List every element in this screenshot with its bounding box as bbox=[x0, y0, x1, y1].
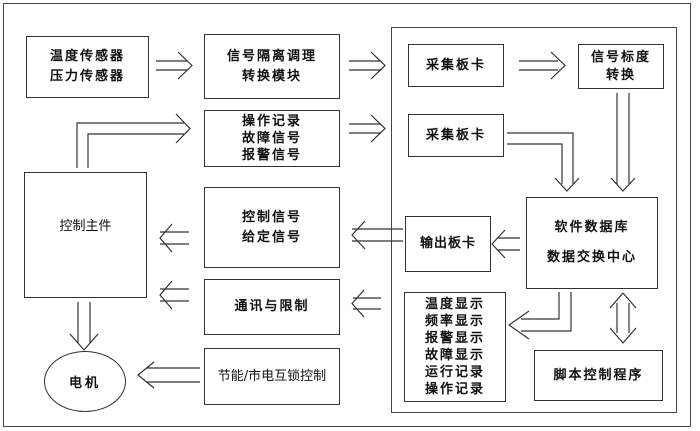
control-signals-line-2: 给定信号 bbox=[241, 229, 302, 245]
display-item: 故障显示 bbox=[424, 348, 485, 363]
acq-card-2-box: 采集板卡 bbox=[408, 114, 504, 157]
display-item: 温度显示 bbox=[424, 297, 485, 312]
outer-frame bbox=[3, 3, 691, 427]
arrow-database-to-output bbox=[491, 229, 520, 259]
records-line-3: 报警信号 bbox=[241, 148, 302, 163]
sensors-line-2: 压力传感器 bbox=[49, 69, 125, 84]
records-line-1: 操作记录 bbox=[241, 114, 302, 129]
signal-isolation-line-2: 转换模块 bbox=[241, 68, 302, 84]
arrow-scaling-to-database bbox=[610, 93, 636, 192]
acq-card-1-label: 采集板卡 bbox=[425, 57, 486, 73]
comm-limits-box: 通讯与限制 bbox=[204, 279, 340, 335]
arrow-acq2-to-database bbox=[507, 132, 580, 192]
control-signals-box: 控制信号 给定信号 bbox=[204, 187, 340, 268]
arrow-isolation-to-acq1 bbox=[349, 51, 386, 80]
sensors-box: 温度传感器 压力传感器 bbox=[26, 36, 149, 98]
signal-isolation-box: 信号隔离调理 转换模块 bbox=[204, 34, 340, 99]
software-system-frame bbox=[391, 27, 677, 413]
acq-card-1-box: 采集板卡 bbox=[408, 44, 504, 87]
arrow-records-to-acq2 bbox=[349, 114, 386, 143]
display-item: 运行记录 bbox=[424, 365, 485, 380]
arrow-control-to-controller bbox=[159, 223, 189, 253]
main-controller-box: 控制主件 bbox=[24, 172, 147, 298]
arrow-sensors-to-isolation bbox=[156, 51, 193, 80]
database-line-2: 数据交换中心 bbox=[546, 250, 637, 265]
arrow-controller-to-records bbox=[76, 113, 191, 168]
script-program-box: 脚本控制程序 bbox=[534, 350, 663, 401]
display-item: 报警显示 bbox=[424, 331, 485, 346]
display-item: 频率显示 bbox=[424, 314, 485, 329]
displays-box: 温度显示 频率显示 报警显示 故障显示 运行记录 操作记录 bbox=[404, 292, 506, 402]
motor-node: 电机 bbox=[44, 351, 126, 412]
arrow-comm-to-controller bbox=[159, 280, 189, 310]
output-card-label: 输出板卡 bbox=[419, 236, 476, 251]
motor-label: 电机 bbox=[68, 376, 101, 391]
interlock-box: 节能/市电互锁控制 bbox=[204, 348, 340, 405]
signal-scaling-box: 信号标度 转换 bbox=[578, 44, 664, 89]
arrow-controller-to-motor bbox=[69, 302, 99, 351]
arrow-output-to-control bbox=[351, 220, 403, 250]
database-line-1: 软件数据库 bbox=[554, 220, 630, 235]
arrow-displays-to-comm bbox=[351, 289, 381, 318]
sensors-line-1: 温度传感器 bbox=[49, 49, 125, 64]
signal-scaling-line-1: 信号标度 bbox=[590, 49, 651, 65]
arrow-database-to-displays bbox=[507, 292, 572, 340]
comm-limits-label: 通讯与限制 bbox=[234, 299, 310, 314]
signal-scaling-line-2: 转换 bbox=[605, 67, 636, 83]
arrow-interlock-to-motor bbox=[137, 361, 200, 389]
output-card-box: 输出板卡 bbox=[405, 216, 491, 272]
main-controller-label: 控制主件 bbox=[59, 219, 112, 234]
script-program-label: 脚本控制程序 bbox=[553, 367, 644, 383]
display-item: 操作记录 bbox=[424, 382, 485, 397]
control-signals-line-1: 控制信号 bbox=[241, 209, 302, 225]
arrow-acq1-to-scaling bbox=[519, 51, 566, 80]
interlock-label: 节能/市电互锁控制 bbox=[217, 368, 327, 384]
records-signals-box: 操作记录 故障信号 报警信号 bbox=[204, 110, 340, 167]
acq-card-2-label: 采集板卡 bbox=[425, 127, 486, 143]
records-line-2: 故障信号 bbox=[241, 131, 302, 146]
database-box: 软件数据库 数据交换中心 bbox=[526, 197, 658, 289]
signal-isolation-line-1: 信号隔离调理 bbox=[226, 48, 317, 64]
arrow-database-script-bidirectional bbox=[609, 292, 637, 344]
